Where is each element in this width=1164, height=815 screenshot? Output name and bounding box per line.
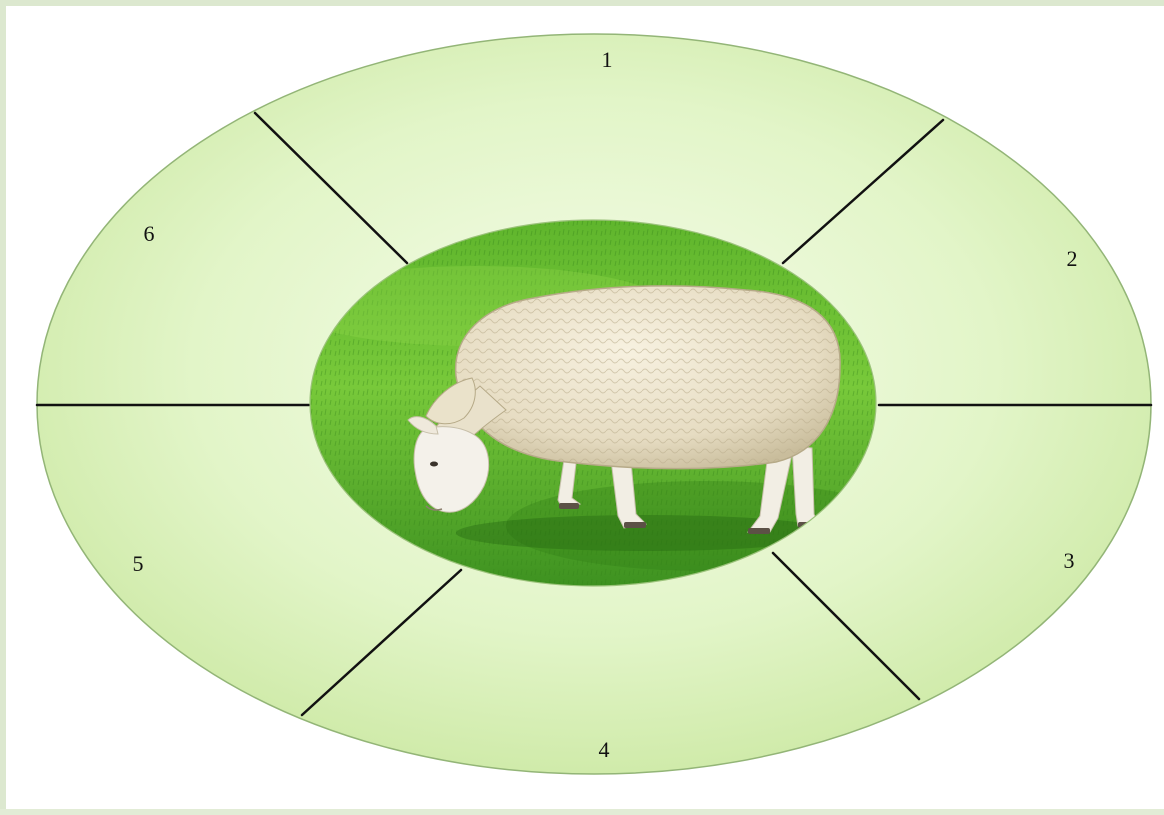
sheep-ring-diagram: 1 2 3 4 5 6 (6, 6, 1164, 815)
segment-label-4: 4 (599, 737, 610, 762)
segment-label-6: 6 (144, 221, 155, 246)
segment-label-5: 5 (133, 551, 144, 576)
segment-label-3: 3 (1064, 548, 1075, 573)
segment-label-1: 1 (602, 47, 613, 72)
segment-label-2: 2 (1067, 246, 1078, 271)
